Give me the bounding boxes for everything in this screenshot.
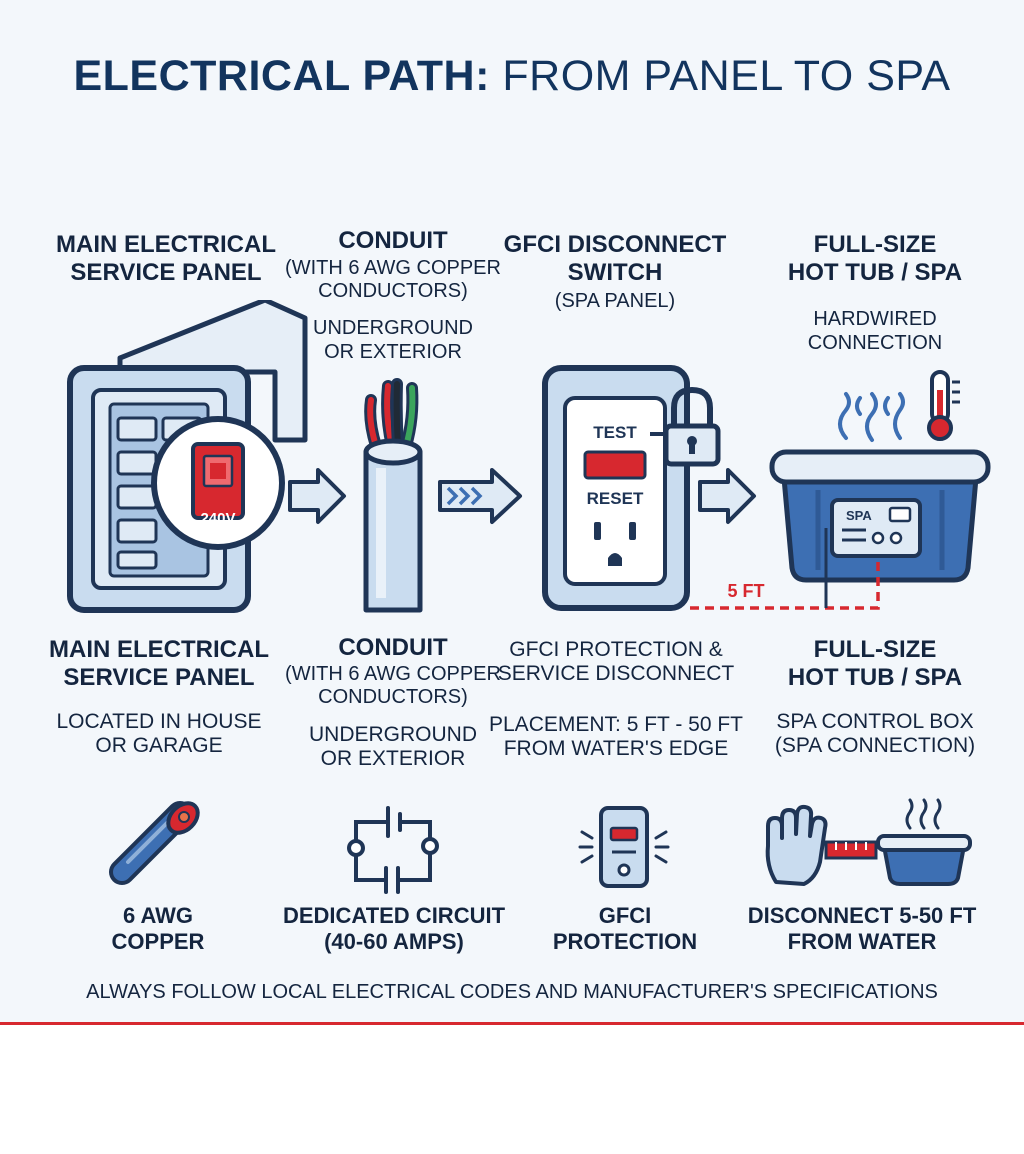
thermometer-icon xyxy=(927,370,960,441)
circuit-icon xyxy=(347,806,439,894)
gfci-outlet-icon xyxy=(578,806,670,888)
distance-label: 5 FT xyxy=(727,581,764,601)
breaker-magnifier: 240V xyxy=(151,416,285,550)
flow-arrow-2 xyxy=(438,468,522,524)
padlock-icon xyxy=(650,386,721,467)
gfci-test-label[interactable]: TEST xyxy=(593,423,637,442)
bottom-conduit-heading: CONDUIT xyxy=(338,634,448,661)
summary-icon-row xyxy=(109,798,972,894)
bottom-gfci-label: GFCI PROTECTION &SERVICE DISCONNECT PLAC… xyxy=(488,638,744,761)
top-conduit-heading: CONDUIT xyxy=(338,227,448,254)
copper-wire-icon xyxy=(109,801,200,885)
footer-rule xyxy=(0,1022,1024,1025)
spa-control-box: SPA xyxy=(824,498,922,608)
top-gfci-subheading: (SPA PANEL) xyxy=(554,289,676,312)
conduit-icon xyxy=(363,378,423,613)
steam-icon xyxy=(838,392,905,442)
hand-distance-tub-icon xyxy=(765,798,972,886)
gfci-reset-label[interactable]: RESET xyxy=(587,489,644,508)
spa-box-label: SPA xyxy=(846,508,872,523)
distance-line: 5 FT xyxy=(690,560,880,610)
electrical-path-diagram: 240V TEST RESET xyxy=(67,300,991,613)
flow-arrow-1 xyxy=(288,468,346,524)
footer-disclaimer: ALWAYS FOLLOW LOCAL ELECTRICAL CODES AND… xyxy=(86,981,938,1003)
breaker-voltage-label: 240V xyxy=(200,510,235,527)
bottom-blank-area xyxy=(0,1025,1024,1154)
bottom-gfci-heading: GFCI PROTECTION &SERVICE DISCONNECT xyxy=(497,638,735,685)
summary-label-circuit: DEDICATED CIRCUIT(40-60 AMPS) xyxy=(282,903,506,954)
gfci-switch-icon: TEST RESET xyxy=(542,365,690,611)
flow-arrow-3 xyxy=(698,468,756,524)
page-title: ELECTRICAL PATH: FROM PANEL TO SPA xyxy=(73,52,951,100)
bottom-spa-note: SPA CONTROL BOX(SPA CONNECTION) xyxy=(774,709,976,757)
